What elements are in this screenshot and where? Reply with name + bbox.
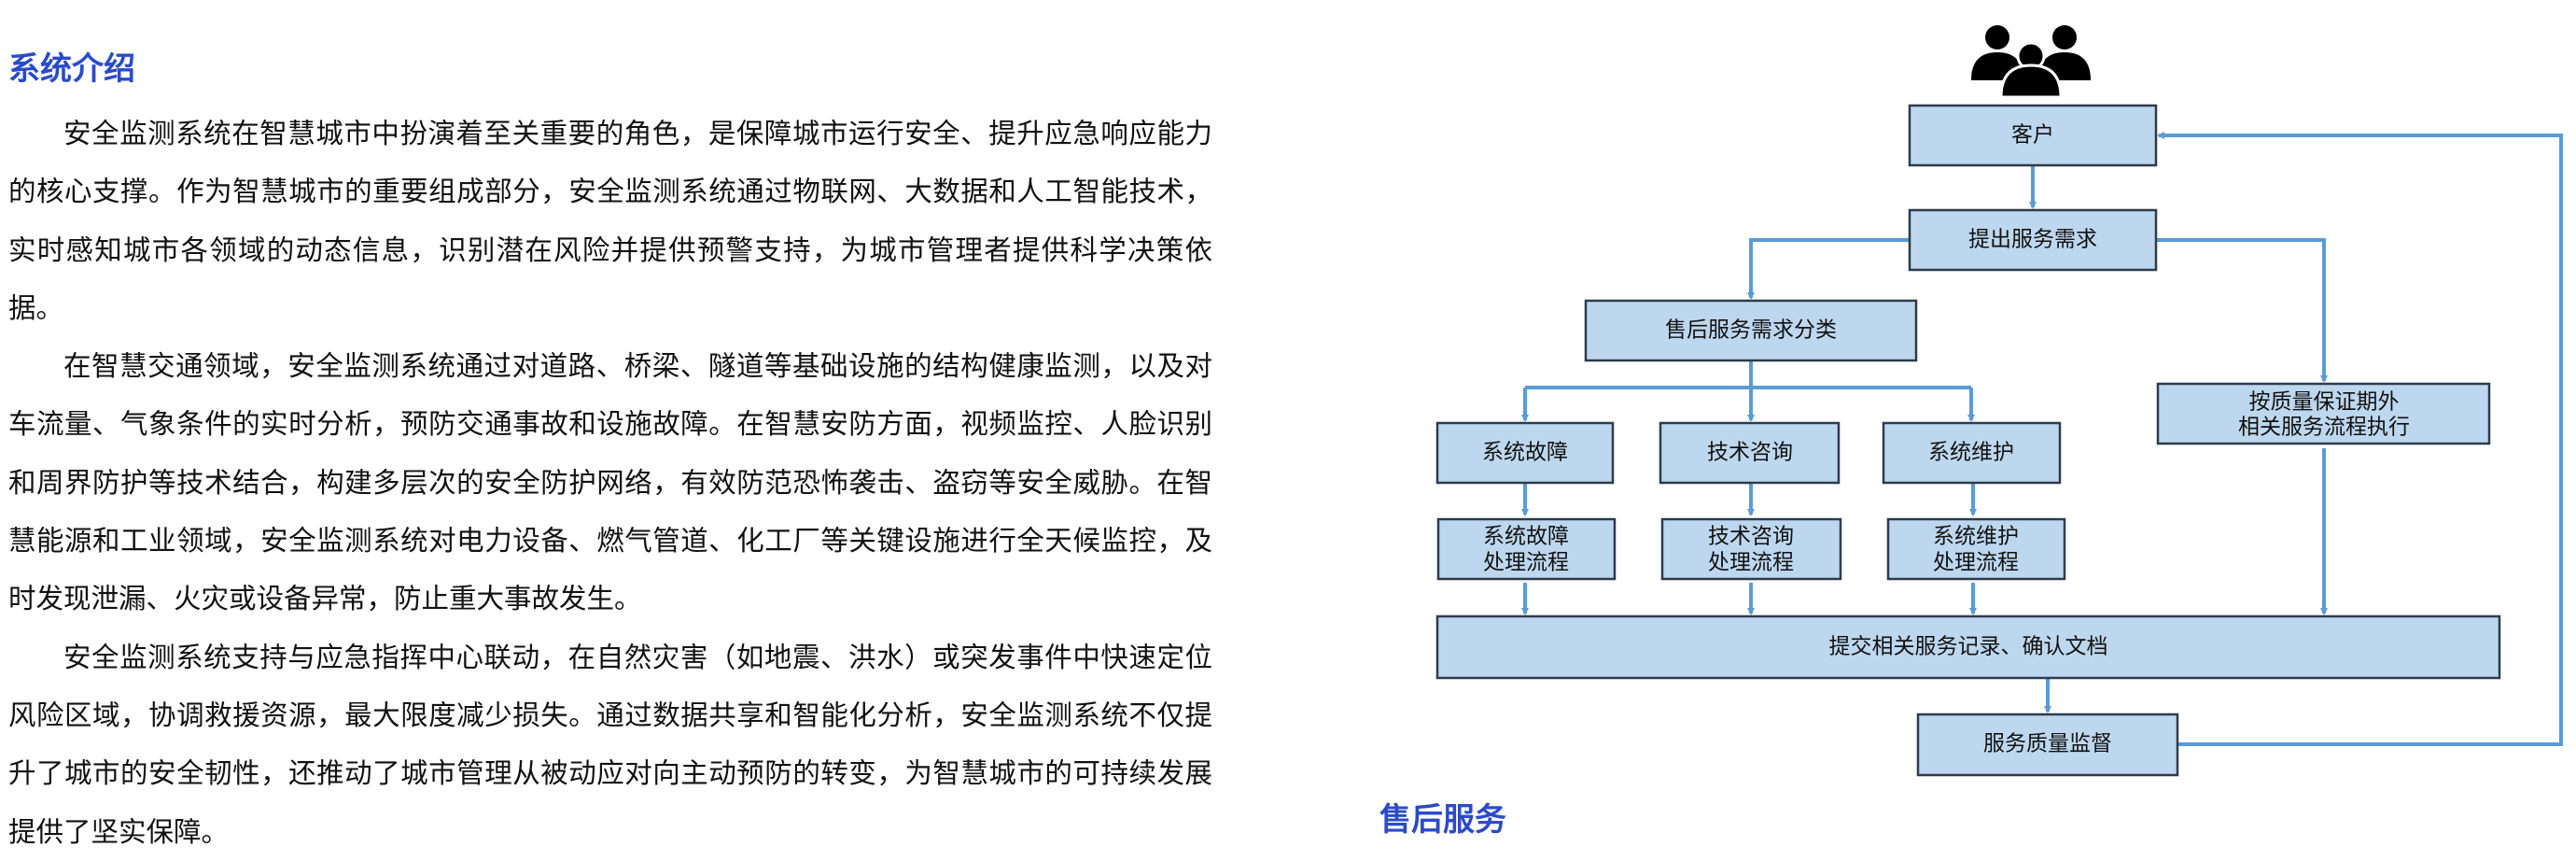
intro-body: 安全监测系统在智慧城市中扮演着至关重要的角色，是保障城市运行安全、提升应急响应能…: [8, 105, 1212, 861]
node-system-maintain: 系统维护: [1882, 421, 2062, 485]
node-fault-process: 系统故障 处理流程: [1436, 517, 1617, 581]
node-customer: 客户: [1908, 104, 2158, 167]
svg-text:处理流程: 处理流程: [1483, 551, 1569, 575]
svg-text:技术咨询: 技术咨询: [1708, 525, 1794, 549]
node-request-classification: 售后服务需求分类: [1584, 299, 1918, 362]
svg-text:售后服务需求分类: 售后服务需求分类: [1665, 318, 1837, 343]
node-service-request: 提出服务需求: [1908, 208, 2158, 272]
section-title-after-sales: 售后服务: [1379, 801, 1506, 839]
svg-text:按质量保证期外: 按质量保证期外: [2249, 390, 2400, 415]
node-maintain-process: 系统维护 处理流程: [1886, 517, 2066, 581]
svg-text:系统维护: 系统维护: [1933, 525, 2019, 549]
node-system-fault: 系统故障: [1435, 421, 1615, 485]
flow-arrows: [1521, 132, 2563, 746]
node-submit-records: 提交相关服务记录、确认文档: [1435, 614, 2501, 680]
node-tech-consult: 技术咨询: [1659, 421, 1841, 485]
paragraph: 安全监测系统支持与应急指挥中心联动，在自然灾害（如地震、洪水）或突发事件中快速定…: [8, 641, 1212, 848]
svg-text:处理流程: 处理流程: [1708, 551, 1794, 575]
svg-text:技术咨询: 技术咨询: [1707, 441, 1793, 465]
svg-text:相关服务流程执行: 相关服务流程执行: [2238, 416, 2410, 440]
paragraph: 安全监测系统在智慧城市中扮演着至关重要的角色，是保障城市运行安全、提升应急响应能…: [8, 118, 1212, 324]
section-title-intro: 系统介绍: [8, 50, 135, 88]
svg-text:系统维护: 系统维护: [1928, 441, 2014, 465]
svg-text:系统故障: 系统故障: [1482, 441, 1568, 465]
svg-text:服务质量监督: 服务质量监督: [1983, 732, 2112, 756]
svg-text:处理流程: 处理流程: [1933, 551, 2019, 575]
svg-text:系统故障: 系统故障: [1483, 525, 1569, 549]
users-group-icon: [1971, 25, 2091, 99]
node-out-of-warranty: 按质量保证期外 相关服务流程执行: [2156, 382, 2491, 445]
svg-text:提出服务需求: 提出服务需求: [1968, 228, 2097, 252]
paragraph: 在智慧交通领域，安全监测系统通过对道路、桥梁、隧道等基础设施的结构健康监测，以及…: [8, 350, 1212, 615]
svg-text:提交相关服务记录、确认文档: 提交相关服务记录、确认文档: [1829, 635, 2108, 659]
node-quality-supervision: 服务质量监督: [1916, 713, 2179, 777]
node-consult-process: 技术咨询 处理流程: [1660, 517, 1842, 581]
svg-text:客户: 客户: [2011, 123, 2054, 148]
